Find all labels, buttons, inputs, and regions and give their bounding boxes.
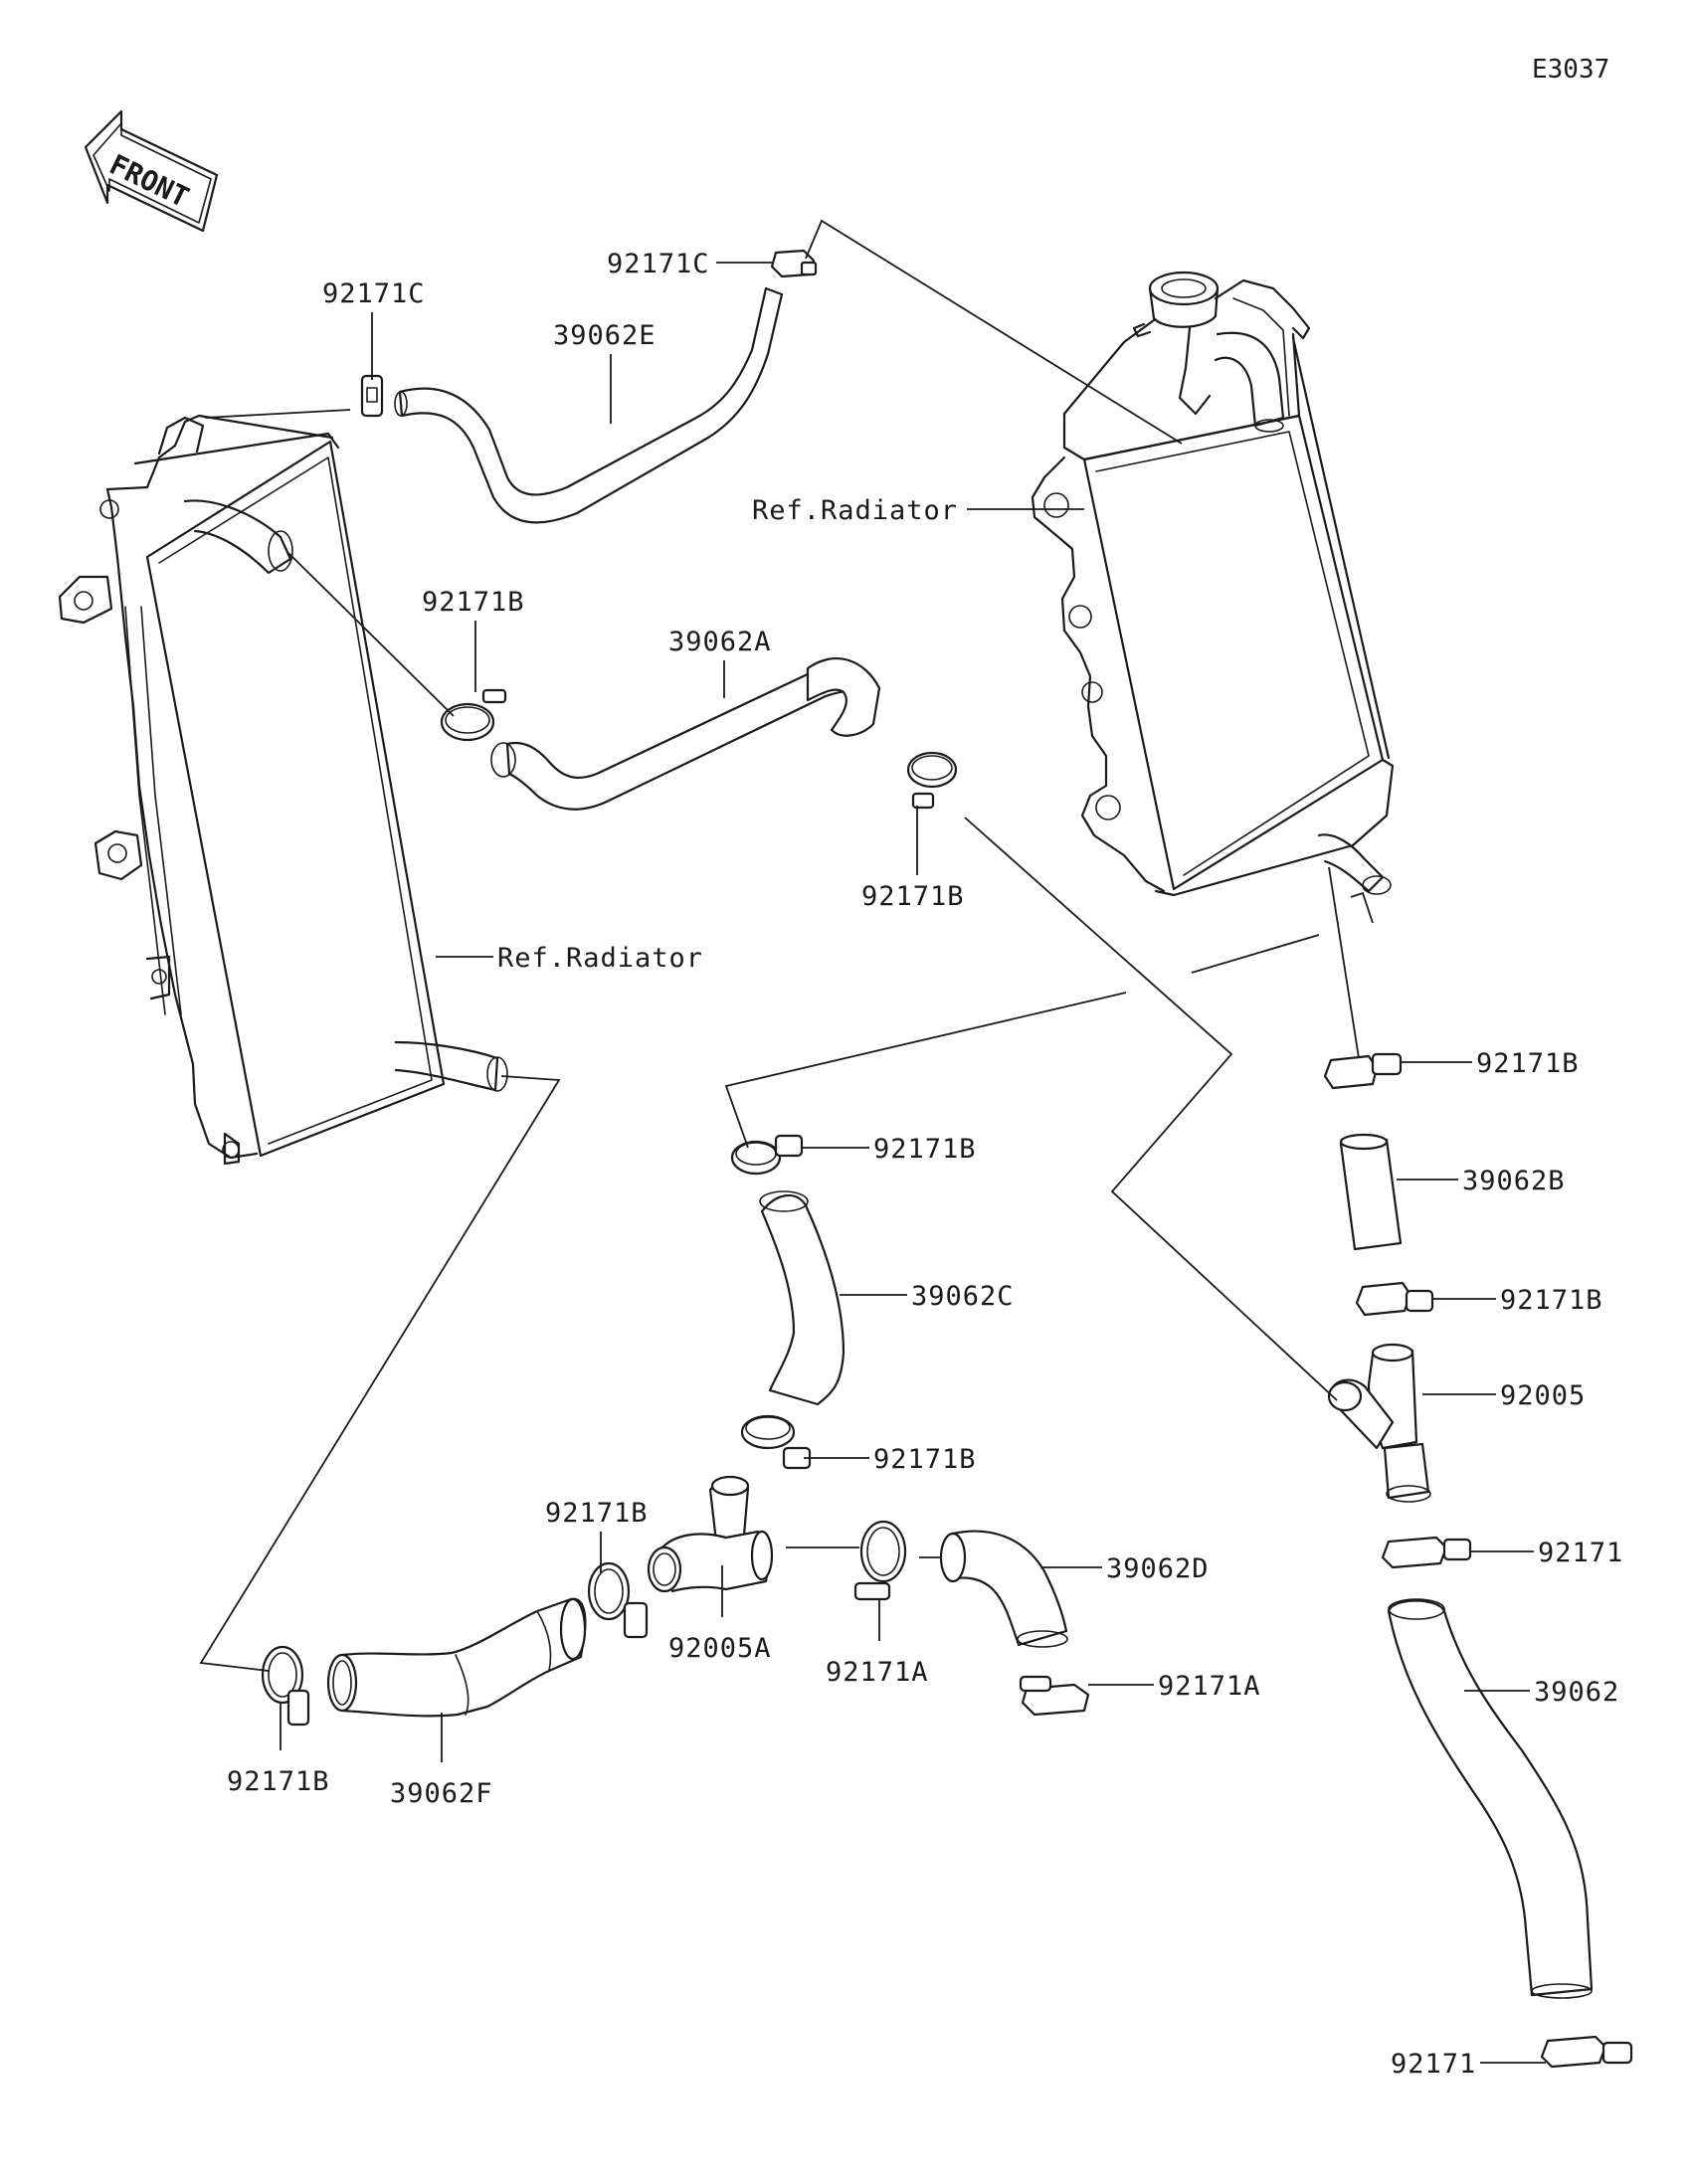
label-92005a: 92005A bbox=[668, 1633, 772, 1664]
label-39062e: 39062E bbox=[553, 320, 657, 351]
label-92005: 92005 bbox=[1500, 1380, 1586, 1411]
clamp-92171c-left-icon bbox=[360, 374, 384, 418]
label-92171a-left: 92171A bbox=[826, 1657, 929, 1688]
clamp-92171b-center-lower-icon bbox=[740, 1414, 812, 1470]
clamp-92171b-mid-icon bbox=[906, 751, 958, 810]
fitting-92005a-icon bbox=[647, 1475, 774, 1593]
left-radiator-icon bbox=[58, 414, 508, 1166]
front-arrow-icon: FRONT bbox=[84, 109, 219, 233]
right-radiator-icon bbox=[1031, 271, 1395, 897]
label-39062b: 39062B bbox=[1462, 1166, 1566, 1196]
clamp-92171b-right-lower-icon bbox=[1355, 1281, 1434, 1317]
clamp-92171-lower-icon bbox=[1540, 2035, 1633, 2069]
label-92171b-lower-center: 92171B bbox=[545, 1498, 649, 1529]
diagram-code: E3037 bbox=[1532, 55, 1609, 85]
label-ref-radiator-right: Ref.Radiator bbox=[752, 495, 958, 526]
label-92171b-bottom-left: 92171B bbox=[227, 1766, 330, 1797]
label-39062: 39062 bbox=[1534, 1677, 1619, 1708]
connection-lines bbox=[199, 219, 1374, 1672]
label-39062d: 39062D bbox=[1106, 1553, 1210, 1584]
label-92171b-right-upper: 92171B bbox=[1476, 1048, 1580, 1079]
leader-lines bbox=[280, 262, 1546, 2064]
hose-39062e-icon bbox=[398, 286, 784, 524]
label-92171-upper: 92171 bbox=[1538, 1538, 1623, 1568]
clamp-92171b-lower-center-icon bbox=[587, 1561, 649, 1639]
clamp-92171a-left-icon bbox=[853, 1520, 907, 1601]
hose-39062d-icon bbox=[951, 1530, 1068, 1647]
hose-39062f-icon bbox=[340, 1597, 587, 1718]
hose-39062b-icon bbox=[1339, 1133, 1403, 1251]
clamp-92171c-top-icon bbox=[770, 249, 818, 278]
label-39062f: 39062F bbox=[390, 1778, 493, 1809]
label-92171b-right-lower: 92171B bbox=[1500, 1285, 1603, 1316]
label-92171b-center-lower: 92171B bbox=[873, 1444, 977, 1475]
label-92171c-left: 92171C bbox=[322, 278, 426, 309]
label-92171b-mid: 92171B bbox=[861, 881, 965, 912]
label-92171-lower: 92171 bbox=[1391, 2049, 1476, 2080]
clamp-92171-upper-icon bbox=[1381, 1536, 1472, 1569]
label-92171b-center-upper: 92171B bbox=[873, 1134, 977, 1165]
fitting-92005-icon bbox=[1327, 1343, 1431, 1503]
label-39062c: 39062C bbox=[911, 1281, 1015, 1312]
label-92171a-right: 92171A bbox=[1158, 1671, 1261, 1702]
clamp-92171a-right-icon bbox=[1019, 1675, 1090, 1717]
hose-39062c-icon bbox=[760, 1194, 846, 1406]
label-39062a: 39062A bbox=[668, 627, 772, 657]
label-ref-radiator-left: Ref.Radiator bbox=[497, 943, 703, 974]
label-92171b-upper-left: 92171B bbox=[422, 587, 525, 618]
clamp-92171b-upper-left-icon bbox=[440, 688, 507, 742]
hose-39062-icon bbox=[1387, 1599, 1594, 1997]
clamp-92171b-center-upper-icon bbox=[730, 1134, 804, 1176]
label-92171c-top: 92171C bbox=[607, 249, 710, 279]
clamp-92171b-right-upper-icon bbox=[1323, 1052, 1403, 1090]
clamp-92171b-bottom-left-icon bbox=[261, 1645, 310, 1727]
